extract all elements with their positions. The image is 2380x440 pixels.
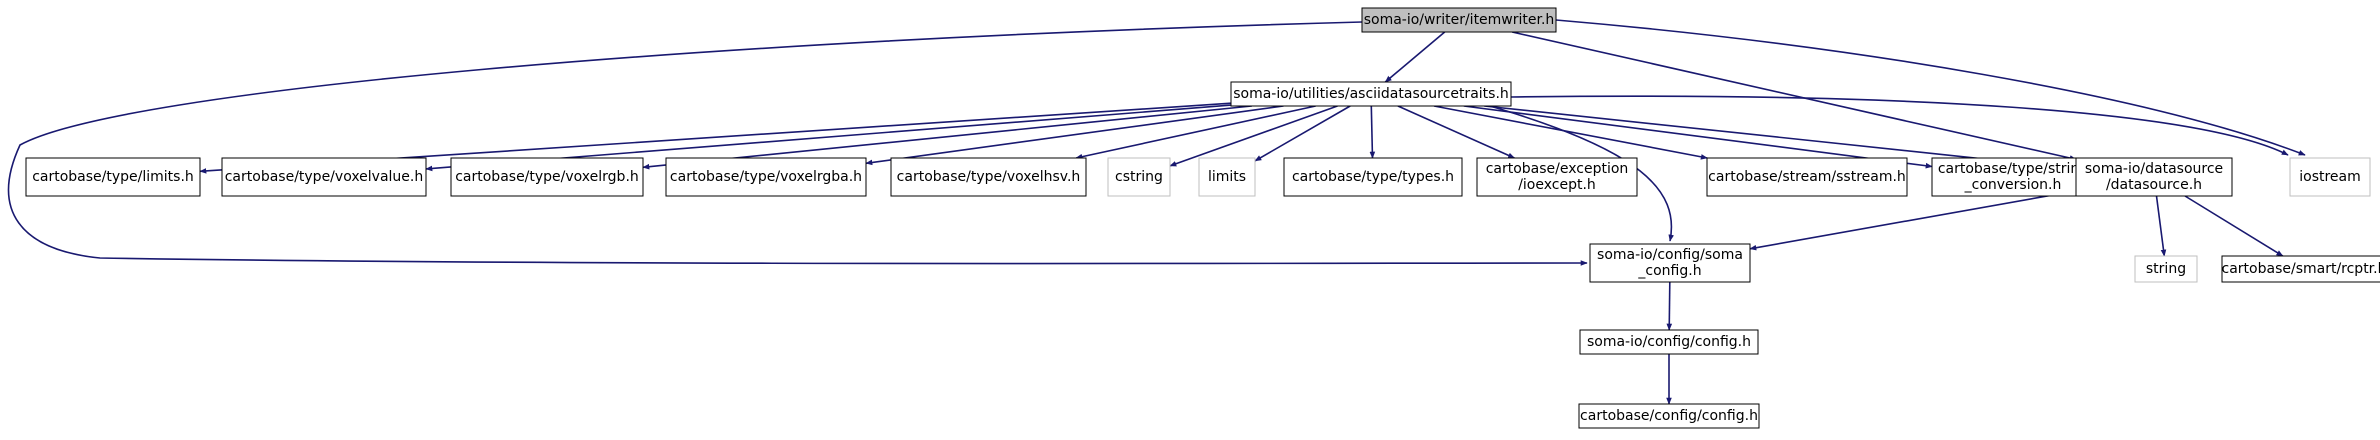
- node-ioexcept-box: [1476, 157, 1638, 197]
- node-voxelvalue[interactable]: cartobase/type/voxelvalue.h: [221, 157, 427, 197]
- node-voxelrgb-label: cartobase/type/voxelrgb.h: [455, 169, 639, 185]
- node-limits_h[interactable]: cartobase/type/limits.h: [25, 157, 201, 197]
- node-string-box: [2134, 255, 2198, 283]
- node-cstring-label: cstring: [1115, 169, 1163, 185]
- node-string_conv-label: cartobase/type/string: [1938, 161, 2088, 177]
- node-config[interactable]: soma-io/config/config.h: [1579, 329, 1759, 355]
- node-string_conv-label: _conversion.h: [1964, 177, 2062, 193]
- node-limits-label: limits: [1208, 169, 1246, 185]
- node-types-label: cartobase/type/types.h: [1292, 169, 1454, 185]
- node-datasource-label: soma-io/datasource: [2085, 161, 2223, 177]
- node-soma_config-box: [1589, 243, 1751, 283]
- node-itemwriter[interactable]: soma-io/writer/itemwriter.h: [1361, 7, 1557, 33]
- node-voxelrgb[interactable]: cartobase/type/voxelrgb.h: [450, 157, 644, 197]
- node-voxelvalue-box: [221, 157, 427, 197]
- node-rcptr[interactable]: cartobase/smart/rcptr.h: [2221, 255, 2380, 283]
- node-voxelhsv[interactable]: cartobase/type/voxelhsv.h: [890, 157, 1087, 197]
- node-voxelrgba-label: cartobase/type/voxelrgba.h: [670, 169, 862, 185]
- node-datasource-label: /datasource.h: [2106, 177, 2202, 193]
- node-voxelrgba[interactable]: cartobase/type/voxelrgba.h: [665, 157, 867, 197]
- edge-datasource-to-rcptr: [2184, 195, 2284, 257]
- node-itemwriter-label: soma-io/writer/itemwriter.h: [1364, 12, 1555, 28]
- node-soma_config[interactable]: soma-io/config/soma_config.h: [1589, 243, 1751, 283]
- node-ioexcept[interactable]: cartobase/exception/ioexcept.h: [1476, 157, 1638, 197]
- node-iostream: iostream: [2289, 157, 2371, 197]
- node-voxelhsv-box: [890, 157, 1087, 197]
- edge-asciitraits-to-limits: [1254, 105, 1351, 162]
- edge-asciitraits-to-cstring: [1169, 105, 1338, 167]
- node-voxelhsv-label: cartobase/type/voxelhsv.h: [897, 169, 1081, 185]
- node-asciitraits-box: [1230, 81, 1512, 107]
- edge-itemwriter-to-iostream: [1555, 19, 2306, 156]
- node-asciitraits[interactable]: soma-io/utilities/asciidatasourcetraits.…: [1230, 81, 1512, 107]
- node-sstream-box: [1706, 157, 1908, 197]
- edge-itemwriter-to-datasource: [1511, 31, 2077, 161]
- node-ioexcept-label: cartobase/exception: [1486, 161, 1629, 177]
- edge-asciitraits-to-types: [1369, 105, 1376, 159]
- node-string_conv[interactable]: cartobase/type/string_conversion.h: [1931, 157, 2095, 197]
- node-limits_h-label: cartobase/type/limits.h: [32, 169, 194, 185]
- nodes-layer: soma-io/writer/itemwriter.h soma-io/utili…: [25, 7, 2380, 429]
- node-limits_h-box: [25, 157, 201, 197]
- node-itemwriter-box: [1361, 7, 1557, 33]
- node-voxelrgba-box: [665, 157, 867, 197]
- node-string-label: string: [2146, 261, 2186, 277]
- node-soma_config-label: _config.h: [1637, 263, 1701, 279]
- node-datasource-box: [2075, 157, 2233, 197]
- edge-asciitraits-to-sstream: [1433, 105, 1708, 160]
- edge-asciitraits-to-voxelrgb: [642, 105, 1252, 170]
- edge-asciitraits-to-iostream: [1510, 95, 2289, 156]
- edge-datasource-to-soma_config: [1749, 190, 2077, 251]
- node-iostream-box: [2289, 157, 2371, 197]
- edge-soma_config-to-config: [1666, 281, 1673, 331]
- node-datasource[interactable]: soma-io/datasource/datasource.h: [2075, 157, 2233, 197]
- node-rcptr-label: cartobase/smart/rcptr.h: [2222, 261, 2380, 277]
- node-config-box: [1579, 329, 1759, 355]
- edge-asciitraits-to-soma_config: [1489, 105, 1674, 242]
- edge-itemwriter-to-asciitraits: [1384, 31, 1446, 83]
- node-voxelvalue-label: cartobase/type/voxelvalue.h: [225, 169, 424, 185]
- node-soma_config-label: soma-io/config/soma: [1597, 247, 1743, 263]
- node-rcptr-box: [2221, 255, 2380, 283]
- node-cartoconfig-label: cartobase/config/config.h: [1580, 408, 1758, 424]
- node-cstring: cstring: [1107, 157, 1171, 197]
- node-asciitraits-label: soma-io/utilities/asciidatasourcetraits.…: [1233, 86, 1509, 102]
- edge-itemwriter-to-soma_config: [7, 21, 1588, 266]
- edge-datasource-to-string: [2155, 195, 2167, 257]
- node-types-box: [1283, 157, 1463, 197]
- node-voxelrgb-box: [450, 157, 644, 197]
- node-string_conv-box: [1931, 157, 2095, 197]
- node-limits-box: [1198, 157, 1256, 197]
- node-types[interactable]: cartobase/type/types.h: [1283, 157, 1463, 197]
- edge-asciitraits-to-voxelrgba: [865, 105, 1284, 166]
- node-sstream-label: cartobase/stream/sstream.h: [1708, 169, 1906, 185]
- node-config-label: soma-io/config/config.h: [1587, 334, 1751, 350]
- node-cartoconfig-box: [1578, 403, 1760, 429]
- edges-layer: [7, 19, 2306, 405]
- edge-asciitraits-to-ioexcept: [1397, 105, 1516, 159]
- edge-asciitraits-to-string_conv: [1463, 105, 1933, 169]
- node-string: string: [2134, 255, 2198, 283]
- node-ioexcept-label: /ioexcept.h: [1518, 177, 1596, 193]
- edge-asciitraits-to-voxelhsv: [1075, 105, 1316, 160]
- node-limits: limits: [1198, 157, 1256, 197]
- node-cartoconfig[interactable]: cartobase/config/config.h: [1578, 403, 1760, 429]
- node-iostream-label: iostream: [2299, 169, 2361, 185]
- node-sstream[interactable]: cartobase/stream/sstream.h: [1706, 157, 1908, 197]
- node-cstring-box: [1107, 157, 1171, 197]
